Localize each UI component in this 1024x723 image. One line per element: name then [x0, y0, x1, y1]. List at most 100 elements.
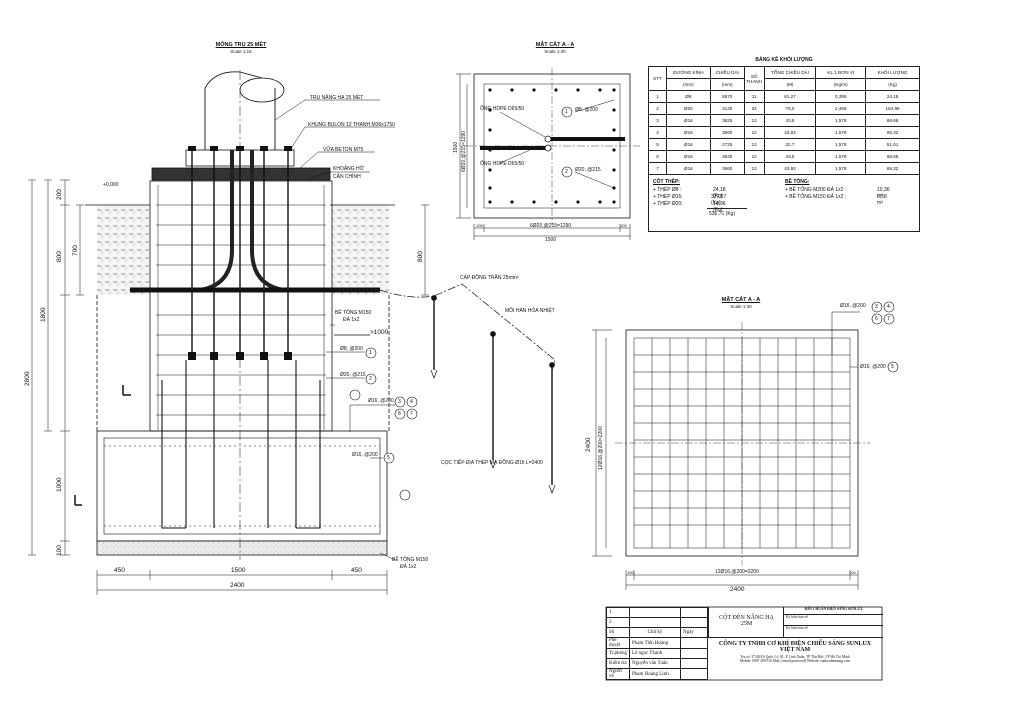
callout-circles: [349, 106, 899, 501]
table-cell: 11: [743, 90, 765, 103]
label-ground-level: +0,000: [103, 182, 119, 188]
callout-2: 2: [369, 376, 372, 382]
table-cell: 1,578: [815, 150, 867, 163]
main-scale: Scale 1:15: [230, 49, 252, 54]
foundation-elevation: [74, 70, 395, 560]
dim-200: 200: [56, 189, 63, 200]
quantity-table: STT ĐƯỜNG KÍNH CHIỀU DÀI SỐ THANH TỔNG C…: [648, 66, 920, 175]
lean-concrete: [96, 540, 388, 556]
table-cell: 68,66: [865, 150, 920, 163]
steel-label: + THÉP Ø20:: [653, 201, 683, 207]
dim-1800: 1800: [40, 307, 47, 322]
table-cell: 43,5: [763, 150, 817, 163]
table-cell: 12: [743, 150, 765, 163]
grout-plate: [151, 167, 331, 181]
table-cell: 51,61: [865, 138, 920, 151]
dim-right-2400h: 2400: [730, 586, 745, 593]
table-cell: 3625: [709, 114, 745, 127]
steel-row-2: + THÉP Ø16: 327,57 (Kg): [653, 194, 726, 206]
label-top-r20: Ø20, @215: [575, 167, 601, 173]
table-cell: 1,578: [815, 126, 867, 139]
col-so: Số: [605, 627, 631, 638]
signature-person: Nguyễn văn Tuấn: [629, 658, 681, 669]
table-cell: 0,395: [815, 90, 867, 103]
callout-3: 3: [398, 399, 401, 405]
company-name: CÔNG TY TNHH CƠ KHÍ ĐIỆN CHIẾU SÁNG SUNL…: [718, 641, 872, 647]
unit-cell: (Kg): [865, 78, 920, 91]
table-cell: 3: [648, 114, 667, 127]
table-cell: 5: [648, 138, 667, 151]
section-right-scale: Scale 1:30: [730, 304, 752, 309]
col-header: STT: [648, 66, 667, 91]
main-dimensions: [28, 179, 429, 595]
callout-right-4: 4: [887, 304, 890, 310]
signature-person: Phạm Tiến Hoàng: [629, 637, 681, 649]
table-cell: 1,578: [815, 114, 867, 127]
label-pole: TRỤ NÂNG HẠ 25 MÉT: [310, 95, 364, 101]
dim-800-right: 800: [417, 251, 424, 262]
unit-cell: (Kg/m): [815, 78, 867, 91]
callout-4: 4: [410, 399, 413, 405]
summary-box: CỐT THÉP: + THÉP Ø8 : 24,18 (Kg) + THÉP …: [648, 175, 920, 232]
footing: [96, 430, 388, 542]
table-cell: 24,18: [865, 90, 920, 103]
table-cell: 43,92: [763, 162, 817, 175]
table-cell: 3625: [709, 150, 745, 163]
steel-value: 14,96 (Kg): [713, 201, 726, 213]
label-rebar-8: Ø8, @200: [340, 346, 363, 352]
label-concrete-top2: ĐÁ 1x2: [343, 317, 360, 323]
callout-top-2: 2: [565, 169, 568, 175]
col-header: TỔNG CHIỀU DÀI: [763, 66, 817, 79]
main-title: MÓNG TRỤ 25 MÉT: [215, 42, 267, 48]
soil-left: [97, 205, 149, 295]
dim-700: 700: [72, 245, 79, 256]
label-concrete-bot2: ĐÁ 1x2: [400, 564, 417, 570]
table-cell: 12: [743, 138, 765, 151]
col-chuky: Chữ ký: [629, 627, 681, 638]
col-header: KL 1 ĐƠN VỊ: [815, 66, 867, 79]
section-top-bars: [488, 88, 616, 204]
callout-right-3: 3: [875, 304, 878, 310]
unit-cell: (mm): [665, 78, 711, 91]
steel-row-3: + THÉP Ø20: 14,96 (Kg): [653, 201, 726, 213]
signature-date: [680, 658, 708, 669]
unit-cell: (M): [763, 78, 817, 91]
steel-label: + THÉP Ø8 :: [653, 187, 682, 193]
label-hdpe-1: ỐNG HDPE D65/50: [480, 106, 525, 112]
callout-right-7: 7: [887, 316, 890, 322]
callout-5: 5: [387, 455, 390, 461]
soil-right: [332, 205, 389, 295]
table-cell: 2725: [709, 138, 745, 151]
col-header: ĐƯỜNG KÍNH: [665, 66, 711, 79]
code-row: Ký hiệu bản vẽ: [786, 626, 808, 630]
steel-row-1: + THÉP Ø8 : 24,18 (Kg): [653, 187, 726, 199]
table-cell: Ø16: [665, 162, 711, 175]
signature-person: Lê ngọc Thanh: [629, 648, 681, 659]
table-cell: 1: [648, 90, 667, 103]
dim-top-left-inner: 6Ø20,@215=1290: [461, 130, 467, 172]
table-cell: 43,92: [763, 126, 817, 139]
callout-8: 8: [398, 411, 401, 417]
dim-top-left: 1500: [453, 141, 459, 153]
callout-top-1: 1: [565, 109, 568, 115]
concrete-row-1: + BÊ TÔNG M200 ĐÁ 1x2 : 10,36 m³: [785, 187, 890, 199]
quantity-panel: BẢNG KÊ KHỐI LƯỢNG STT ĐƯỜNG KÍNH CHIỀU …: [648, 57, 920, 232]
steel-value: 24,18 (Kg): [713, 187, 726, 199]
label-rebar-16a: Ø16, @200: [368, 398, 394, 404]
table-cell: 32,7: [763, 138, 817, 151]
table-cell: 12: [743, 126, 765, 139]
label-concrete-bot: BÊ TÔNG M150: [392, 557, 429, 563]
pole: [204, 88, 276, 150]
dim-1000: 1000: [56, 477, 63, 492]
steel-label: + THÉP Ø16:: [653, 194, 683, 200]
tick: 2: [605, 617, 631, 628]
steel-total: 536,71 (Kg): [709, 211, 736, 217]
starter-bars: [161, 360, 321, 529]
pedestal-hoops: [156, 185, 326, 430]
